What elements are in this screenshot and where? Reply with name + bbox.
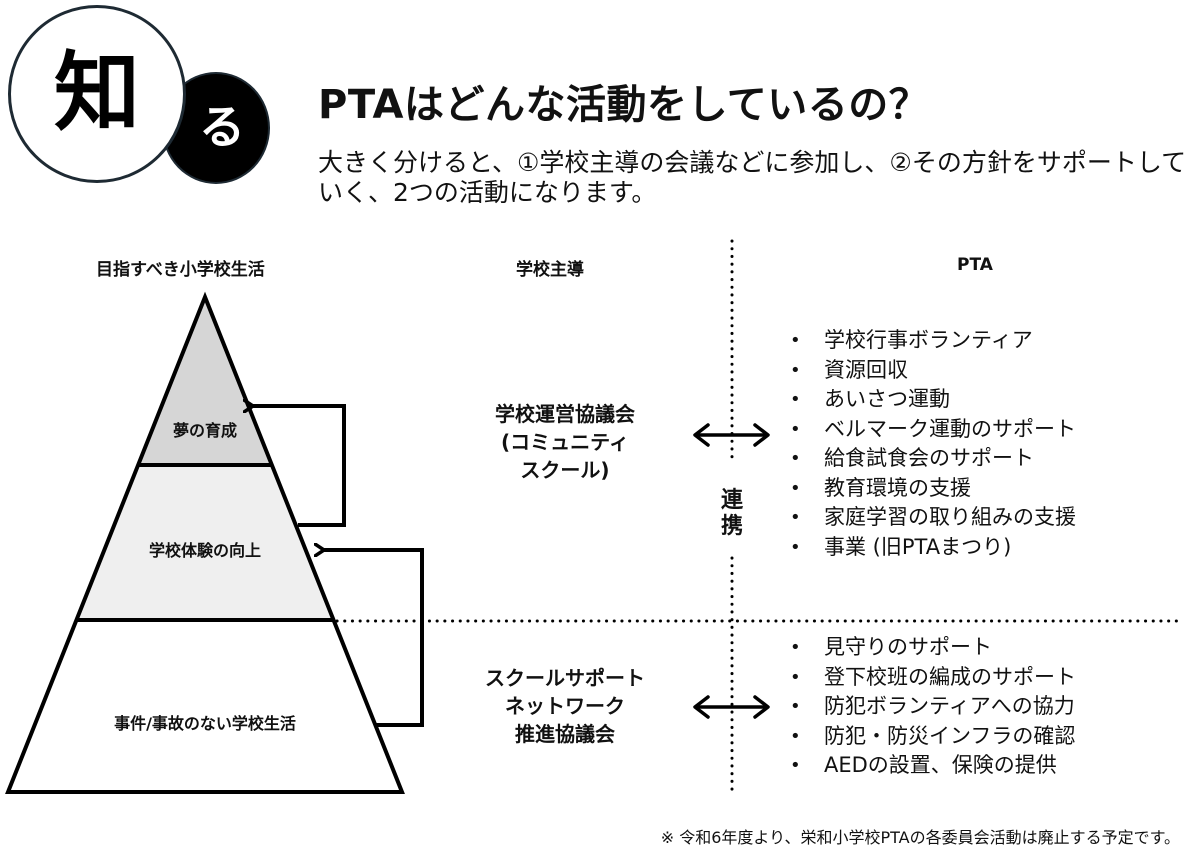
list-item: 資源回収 (790, 356, 1076, 386)
list-item: 給食試食会のサポート (790, 444, 1076, 474)
pyramid-level-top (138, 297, 272, 465)
school-body-upper: 学校運営協議会 (コミュニティ スクール) (455, 400, 675, 484)
list-item: 家庭学習の取り組みの支援 (790, 503, 1076, 533)
pyramid-level-middle (76, 465, 334, 620)
list-item: 登下校班の編成のサポート (790, 663, 1076, 693)
list-item: 防犯ボランティアへの協力 (790, 692, 1076, 722)
school-body-upper-line: スクール) (520, 458, 610, 482)
page-title: PTAはどんな活動をしているの？ (318, 82, 930, 128)
school-body-upper-line: 学校運営協議会 (495, 402, 635, 426)
link-arrow-lower (693, 695, 770, 719)
pyramid-outline (5, 291, 405, 794)
column-header-pta: PTA (957, 255, 993, 275)
list-item: 見守りのサポート (790, 633, 1076, 663)
school-body-lower-line: 推進協議会 (515, 722, 615, 746)
link-label-char: 携 (720, 514, 743, 539)
school-body-upper-line: (コミュニティ (501, 430, 629, 454)
pyramid-label-bottom: 事件/事故のない学校生活 (114, 714, 296, 733)
list-item: ベルマーク運動のサポート (790, 415, 1076, 445)
list-item: 学校行事ボランティア (790, 326, 1076, 356)
pyramid-level-bottom (8, 620, 402, 792)
school-body-lower-line: ネットワーク (505, 694, 625, 718)
footnote: ※ 令和6年度より、栄和小学校PTAの各委員会活動は廃止する予定です。 (660, 828, 1180, 847)
feedback-arrow-upper (253, 406, 346, 527)
link-arrow-upper (693, 423, 770, 447)
badge-kanji: 知 (54, 43, 140, 143)
link-label-char: 連 (720, 488, 743, 513)
badge-circle-ru: る (162, 72, 270, 184)
list-item: あいさつ運動 (790, 385, 1076, 415)
column-header-school: 学校主導 (516, 260, 584, 280)
pta-activities-lower: 見守りのサポート 登下校班の編成のサポート 防犯ボランティアへの協力 防犯・防災… (790, 633, 1076, 781)
school-body-lower: スクールサポート ネットワーク 推進協議会 (455, 664, 675, 748)
feedback-arrow-lower (324, 550, 424, 727)
pyramid-label-top: 夢の育成 (172, 421, 237, 440)
pta-activities-upper: 学校行事ボランティア 資源回収 あいさつ運動 ベルマーク運動のサポート 給食試食… (790, 326, 1076, 562)
school-body-lower-line: スクールサポート (485, 666, 645, 690)
link-label: 連 携 (718, 488, 746, 540)
list-item: 防犯・防災インフラの確認 (790, 722, 1076, 752)
badge-circle-know: 知 (8, 5, 186, 183)
list-item: 事業 (旧PTAまつり) (790, 533, 1076, 563)
intro-text: 大きく分けると、①学校主導の会議などに参加し、②その方針をサポートしていく、2つ… (318, 148, 1187, 207)
column-header-goal: 目指すべき小学校生活 (96, 260, 265, 280)
pyramid-label-middle: 学校体験の向上 (148, 541, 261, 560)
badge-kana: る (199, 100, 245, 154)
list-item: AEDの設置、保険の提供 (790, 751, 1076, 781)
list-item: 教育環境の支援 (790, 474, 1076, 504)
